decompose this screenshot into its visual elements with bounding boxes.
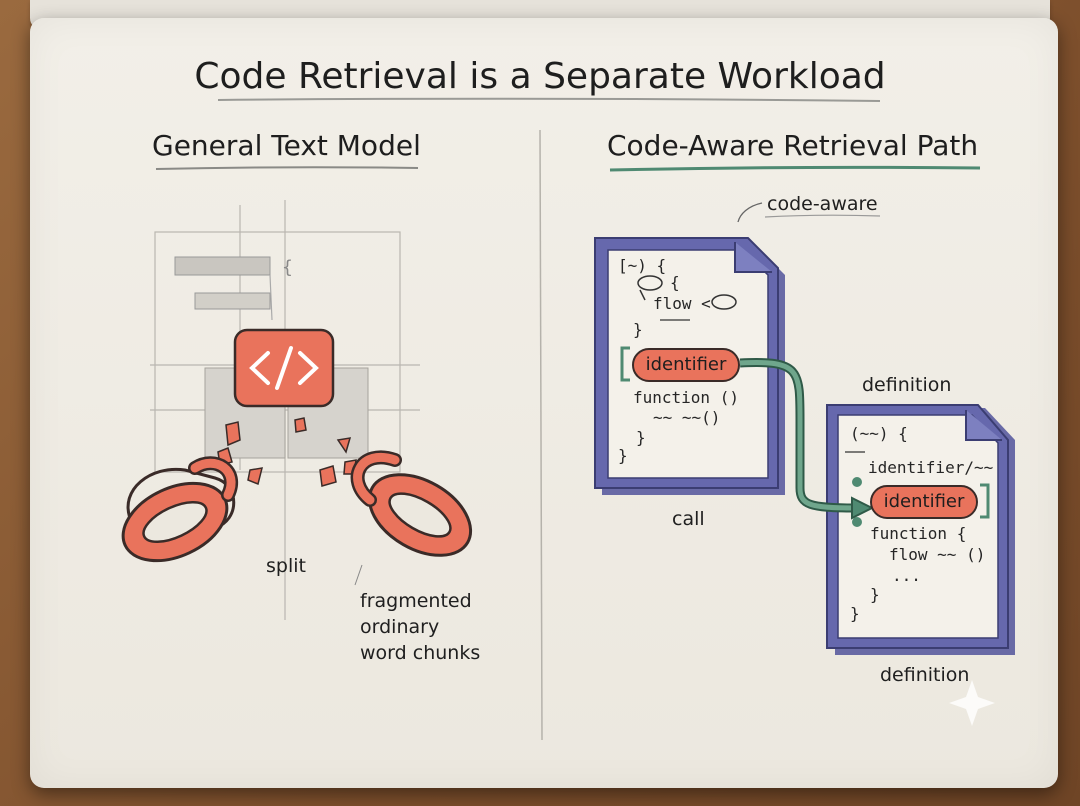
call-code-line-8: } [618,446,628,465]
page-title: Code Retrieval is a Separate Workload [194,56,886,97]
left-heading: General Text Model [152,129,421,162]
sparkle-icon [949,680,995,726]
def-code-line-1: (~~) { [850,424,908,443]
definition-document-icon [826,404,1015,655]
fragment-label-line-2: ordinary [360,616,440,638]
fragment-label-line-3: word chunks [360,642,481,664]
reference-arrow [739,358,875,520]
call-code-line-6: ~~ ~~() [653,408,721,427]
def-code-line-3: function { [870,524,967,543]
call-code-line-3: flow < [653,294,711,313]
split-label: split [266,555,306,577]
def-code-line-6: } [870,585,880,604]
right-heading: Code-Aware Retrieval Path [607,129,979,162]
call-code-line-7: } [636,428,646,447]
definition-caption: definition [880,664,970,686]
definition-heading: definition [862,374,952,396]
call-caption: call [672,508,705,530]
broken-chain-left-icon [121,456,238,563]
broken-chain-right-icon [350,450,473,557]
definition-identifier-pill: identifier [870,485,978,519]
notebook-page [30,18,1058,788]
def-code-line-5: ... [892,566,921,585]
call-code-line-4: } [633,320,643,339]
code-brackets-icon [233,328,335,408]
def-code-line-4: flow ~~ () [889,545,986,564]
call-code-line-1: [~) { [618,256,667,275]
def-code-line-7: } [850,604,860,623]
call-code-line-2: { [670,273,680,292]
fragment-label-line-1: fragmented [360,590,472,612]
code-aware-tag: code-aware [767,193,878,215]
svg-text:{: { [282,257,293,278]
fragment-shards [217,417,357,487]
def-code-line-2: identifier/~~ [868,458,994,477]
call-code-line-5: function () [633,388,739,407]
call-identifier-pill: identifier [632,348,740,382]
